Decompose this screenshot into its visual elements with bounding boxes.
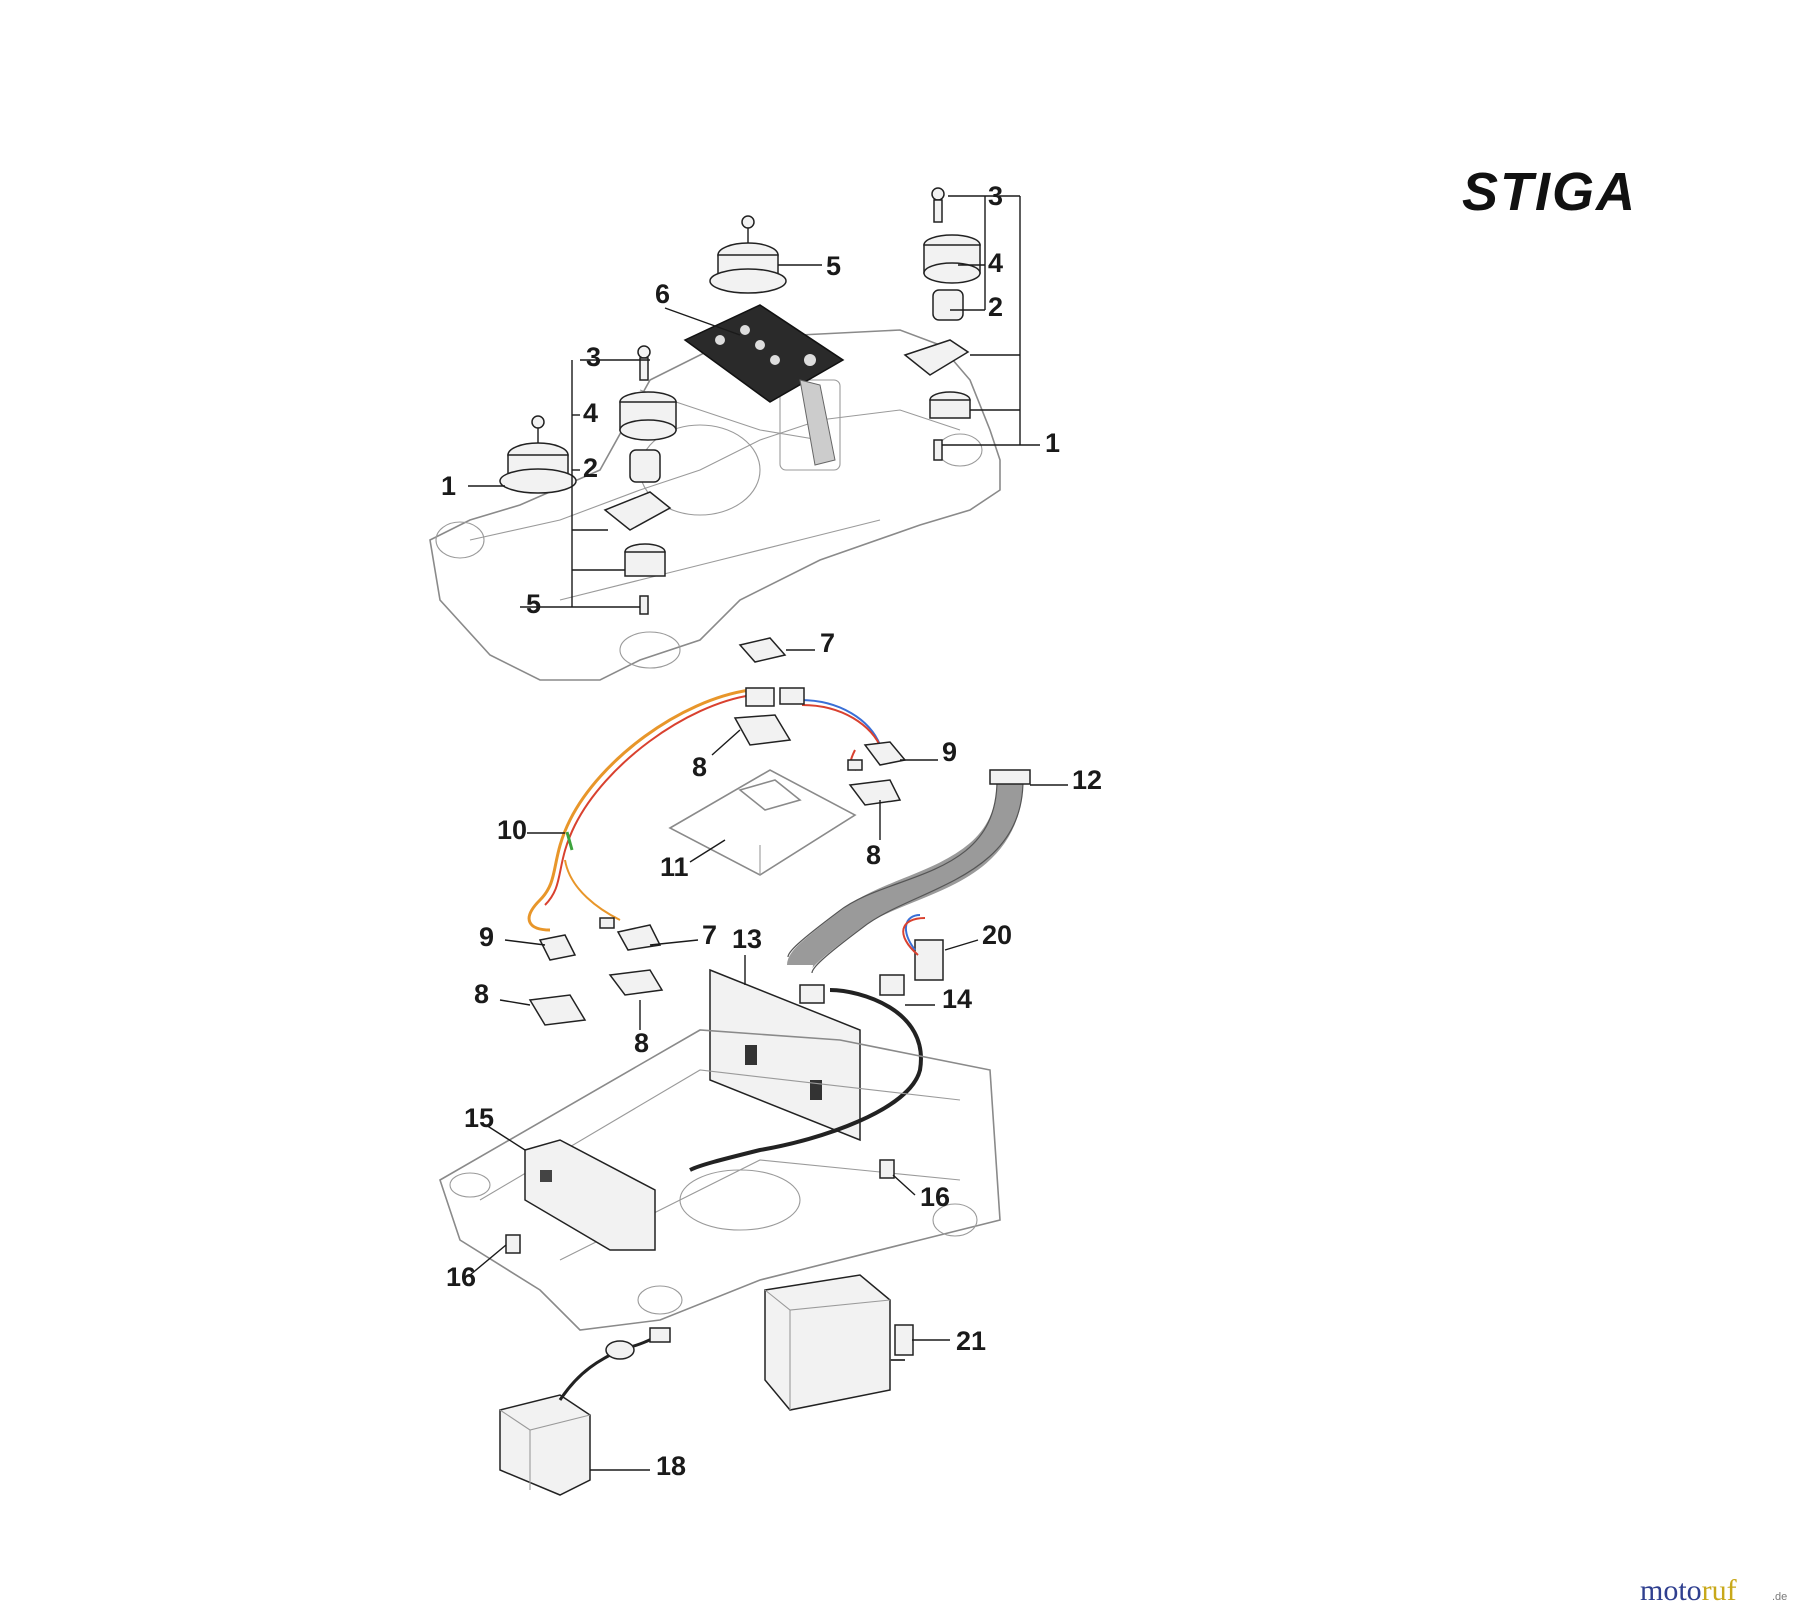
ribbon-cable-12	[787, 769, 1031, 974]
leader-line-35	[485, 1124, 526, 1151]
callout-9-a: 9	[942, 737, 957, 767]
watermark-text-part-b: ruf	[1702, 1574, 1737, 1607]
cable-14	[689, 984, 923, 1172]
leader-line-29	[649, 939, 699, 946]
screw-16-left	[505, 1234, 521, 1254]
sensor-7-top	[738, 637, 787, 663]
callout-16-left: 16	[446, 1262, 476, 1292]
callout-7-lower: 7	[702, 920, 717, 950]
watermark-text-part-a: moto	[1640, 1574, 1702, 1607]
callout-20: 20	[982, 920, 1012, 950]
leader-line-11	[664, 307, 741, 336]
bracket-8-upper-left	[733, 714, 792, 746]
callouts-top-left: 3 4 2 1 5	[441, 342, 601, 619]
main-circuit-board-13	[709, 968, 861, 1142]
callout-5-left: 5	[526, 589, 541, 619]
callout-8-a: 8	[692, 752, 707, 782]
callout-6: 6	[655, 279, 670, 309]
callout-2-left: 2	[583, 453, 598, 483]
callout-4-left: 4	[583, 398, 598, 428]
callout-18: 18	[656, 1451, 686, 1481]
callout-14: 14	[942, 984, 972, 1014]
sensor-9-lower-left	[538, 934, 577, 961]
callout-13: 13	[732, 924, 762, 954]
leader-line-22	[711, 729, 741, 756]
callout-4-right: 4	[988, 248, 1003, 278]
callout-5-center: 5	[826, 251, 841, 281]
joystick-top-center	[709, 215, 787, 294]
callout-leaders	[468, 195, 1068, 1471]
callout-8-b: 8	[866, 840, 881, 870]
callout-16-right: 16	[920, 1182, 950, 1212]
callout-8-c: 8	[474, 979, 489, 1009]
battery-pack-21	[764, 1274, 914, 1411]
sensor-board-15	[524, 1139, 656, 1251]
leader-line-31	[944, 939, 979, 951]
callouts-top-center: 5 6	[655, 251, 841, 309]
leader-line-37	[469, 1244, 507, 1276]
bracket-8-lower-left	[528, 994, 587, 1026]
bracket-8-upper-right	[848, 779, 902, 806]
keypad-membrane	[683, 304, 845, 466]
joystick-top-left	[499, 415, 577, 494]
leader-line-36	[892, 1174, 916, 1196]
callout-9-b: 9	[479, 922, 494, 952]
callout-10: 10	[497, 815, 527, 845]
leader-line-32	[499, 999, 531, 1006]
callout-8-d: 8	[634, 1028, 649, 1058]
screw-16-right	[879, 1159, 895, 1179]
connector-20	[879, 914, 944, 996]
callouts-bottom: 15 16 16 21 18	[446, 1103, 986, 1481]
svg-text:motoruf: motoruf	[1640, 1574, 1737, 1607]
callout-11: 11	[660, 852, 689, 882]
wiring-harness	[527, 687, 883, 932]
support-plate-11	[668, 769, 857, 876]
watermark-suffix: .de	[1772, 1591, 1787, 1603]
callout-15: 15	[464, 1103, 494, 1133]
watermark: motoruf .de	[1640, 1574, 1787, 1607]
leader-line-28	[504, 939, 546, 946]
sensor-9-upper-right	[847, 741, 907, 771]
leader-line-26	[689, 839, 726, 863]
sensor-7-lower	[599, 917, 662, 951]
callout-7-top: 7	[820, 628, 835, 658]
callout-2-right: 2	[988, 292, 1003, 322]
callout-3-right: 3	[988, 181, 1003, 211]
callouts-middle: 7 8 9 12 10 11 8 9 7 13 20 8 8 14	[474, 628, 1102, 1058]
right-component-stack	[903, 187, 981, 461]
left-component-stack	[603, 345, 677, 615]
brand-logo-text: STIGA	[1462, 162, 1637, 222]
callouts-top-right: 3 4 2 1	[988, 181, 1060, 458]
callout-1-left: 1	[441, 471, 456, 501]
callout-3-left: 3	[586, 342, 601, 372]
charging-contact-18	[499, 1327, 671, 1496]
callout-1-right: 1	[1045, 428, 1060, 458]
bracket-8-lower-right	[608, 969, 664, 996]
callout-12: 12	[1072, 765, 1102, 795]
upper-body-outline	[429, 329, 1001, 681]
callout-21: 21	[956, 1326, 986, 1356]
stiga-logo: STIGA	[1462, 162, 1637, 222]
